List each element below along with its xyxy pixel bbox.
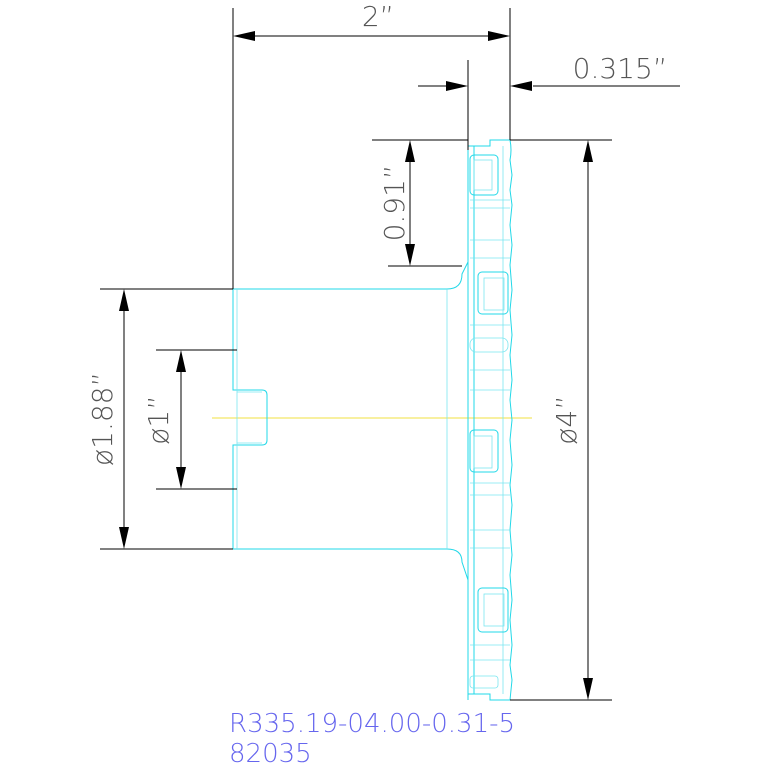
dimension-cutter-diameter: ø4”: [510, 139, 612, 701]
insert-pockets: [469, 154, 510, 689]
dimension-hub-diameter: ø1.88”: [86, 288, 233, 550]
dimension-insert-width: 0.315”: [418, 52, 680, 150]
bore-diameter-label: ø1”: [142, 395, 175, 444]
dimension-bore-diameter: ø1”: [142, 349, 237, 490]
dimension-width-total: 2”: [232, 0, 511, 289]
dimension-shoulder-height: 0.91”: [372, 139, 468, 267]
cutter-disc: [467, 139, 513, 701]
shoulder-height-label: 0.91”: [378, 165, 411, 242]
hub-body: [232, 140, 469, 700]
cutter-diameter-label: ø4”: [550, 395, 583, 444]
width-total-label: 2”: [362, 0, 394, 33]
part-number-label: R335.19-04.00-0.31-5: [229, 709, 515, 739]
hub-diameter-label: ø1.88”: [86, 372, 119, 466]
part-code-label: 82035: [229, 739, 312, 767]
insert-width-label: 0.315”: [573, 52, 668, 85]
